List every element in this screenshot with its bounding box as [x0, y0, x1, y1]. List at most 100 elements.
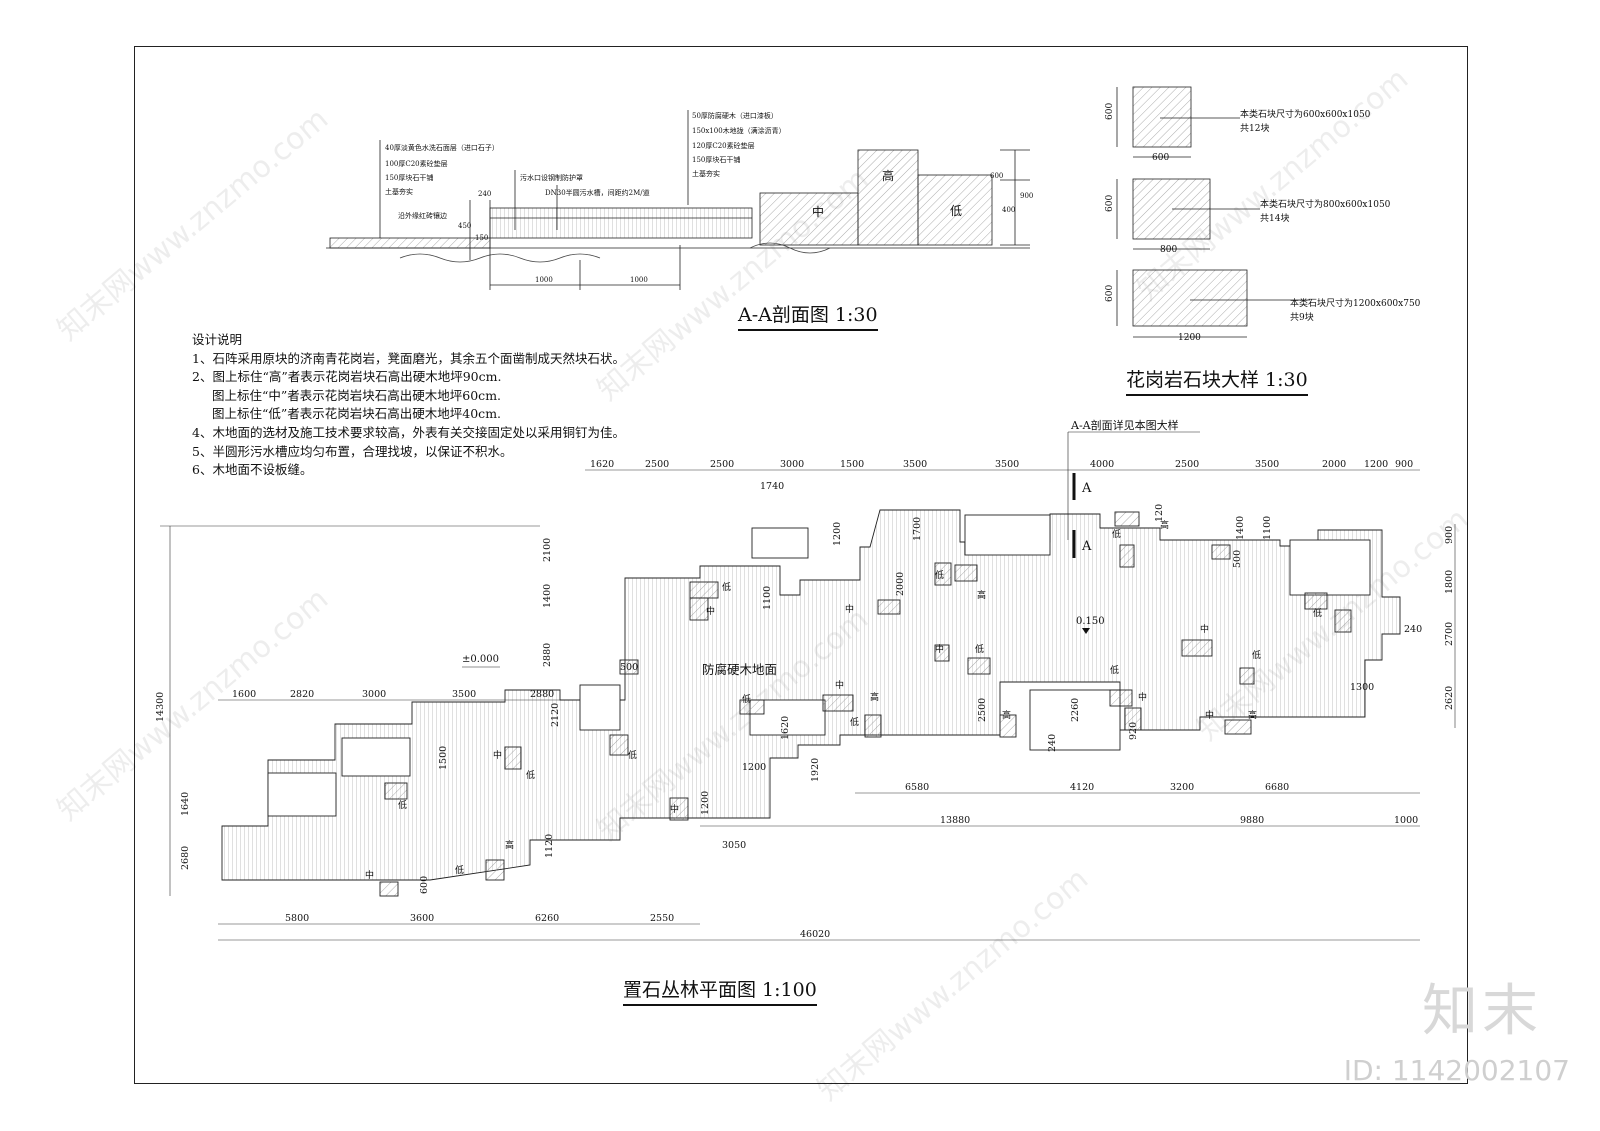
- svg-text:6680: 6680: [1265, 782, 1289, 793]
- section-label: 50厚防腐硬木（进口漆板）: [692, 111, 778, 120]
- note-line: 1、石阵采用原块的济南青花岗岩，凳面磨光，其余五个面凿制成天然块石状。: [192, 350, 625, 366]
- svg-text:低: 低: [935, 569, 944, 581]
- svg-text:中: 中: [365, 869, 374, 881]
- svg-text:600: 600: [1105, 195, 1115, 212]
- svg-text:4000: 4000: [1090, 459, 1114, 470]
- svg-text:中: 中: [845, 603, 854, 615]
- svg-text:2620: 2620: [1444, 686, 1455, 710]
- svg-text:9880: 9880: [1240, 815, 1264, 826]
- section-callout: A-A剖面详见本图大样: [1070, 418, 1179, 432]
- svg-text:低: 低: [1110, 664, 1119, 676]
- svg-text:600: 600: [990, 172, 1003, 180]
- section-label: 120厚C20素砼垫层: [692, 141, 755, 150]
- stone-note: 本类石块尺寸为1200x600x750: [1290, 297, 1421, 309]
- section-mark: A: [1081, 539, 1092, 554]
- svg-text:1200: 1200: [1364, 459, 1388, 470]
- svg-text:240: 240: [1404, 624, 1422, 635]
- stone-count: 共12块: [1240, 122, 1269, 134]
- plan-text: 1620 2500 2500 3000 1500 3500 3500 4000 …: [155, 459, 1455, 940]
- section-stone-marks: 中 高 低: [812, 168, 962, 219]
- svg-text:1640: 1640: [180, 792, 191, 816]
- svg-text:3500: 3500: [903, 459, 927, 470]
- note-line: 图上标住“低”者表示花岗岩块石高出硬木地坪40cm.: [212, 406, 502, 422]
- section-mark: A: [1081, 481, 1092, 496]
- svg-text:2000: 2000: [895, 572, 906, 596]
- svg-text:中: 中: [1205, 709, 1214, 721]
- svg-text:1000: 1000: [1394, 815, 1418, 826]
- svg-text:1800: 1800: [1444, 570, 1455, 594]
- svg-text:900: 900: [1395, 459, 1413, 470]
- svg-text:2500: 2500: [710, 459, 734, 470]
- svg-text:600: 600: [419, 876, 430, 894]
- drawing-frame: [134, 46, 1468, 1084]
- svg-text:2500: 2500: [645, 459, 669, 470]
- section-label: 沿外缘红砖镶边: [398, 211, 447, 220]
- svg-text:低: 低: [398, 799, 407, 811]
- svg-text:1200: 1200: [700, 791, 711, 815]
- svg-text:4120: 4120: [1070, 782, 1094, 793]
- image-id: ID: 1142002107: [1343, 1054, 1570, 1087]
- section-label: 土基夯实: [385, 187, 413, 196]
- svg-text:低: 低: [722, 581, 731, 593]
- svg-text:低: 低: [742, 693, 751, 705]
- section-title: A-A剖面图 1:30: [738, 300, 878, 331]
- level-mark: ±0.000: [462, 654, 499, 665]
- svg-text:低: 低: [526, 769, 535, 781]
- stone-detail: [1116, 86, 1310, 338]
- svg-text:3000: 3000: [780, 459, 804, 470]
- section-view: [326, 110, 1030, 290]
- svg-text:高: 高: [1248, 709, 1257, 721]
- svg-text:900: 900: [1020, 192, 1033, 200]
- svg-text:2820: 2820: [290, 689, 314, 700]
- plan-title: 置石丛林平面图 1:100: [623, 975, 817, 1006]
- svg-text:2550: 2550: [650, 913, 674, 924]
- svg-text:1200: 1200: [832, 522, 843, 546]
- svg-text:2500: 2500: [977, 698, 988, 722]
- svg-text:240: 240: [1047, 734, 1058, 752]
- svg-text:低: 低: [1112, 528, 1121, 540]
- svg-text:高: 高: [1160, 519, 1169, 531]
- svg-text:800: 800: [1160, 245, 1177, 255]
- svg-text:1400: 1400: [1235, 516, 1246, 540]
- section-label: 150x100木地拢（满涂沥青）: [692, 126, 786, 135]
- svg-text:5800: 5800: [285, 913, 309, 924]
- svg-text:500: 500: [620, 662, 638, 673]
- svg-text:中: 中: [493, 749, 502, 761]
- floor-label: 防腐硬木地面: [702, 662, 777, 677]
- svg-text:600: 600: [1105, 285, 1115, 302]
- svg-text:500: 500: [1232, 550, 1243, 568]
- section-labels-left: 40厚淡黄色水洗石面层（进口石子） 100厚C20素砼垫层 150厚块石干铺 土…: [385, 111, 786, 220]
- section-label: 100厚C20素砼垫层: [385, 159, 448, 168]
- svg-text:2120: 2120: [550, 703, 561, 727]
- svg-text:2100: 2100: [542, 538, 553, 562]
- svg-text:3600: 3600: [410, 913, 434, 924]
- brand-logo: 知末: [1422, 979, 1542, 1044]
- svg-text:1600: 1600: [232, 689, 256, 700]
- svg-text:高: 高: [505, 839, 514, 851]
- svg-text:450: 450: [458, 222, 471, 230]
- note-line: 6、木地面不设板缝。: [192, 462, 313, 478]
- section-label: 土基夯实: [692, 169, 720, 178]
- svg-text:低: 低: [850, 716, 859, 728]
- svg-text:600: 600: [1105, 103, 1115, 120]
- svg-text:3500: 3500: [995, 459, 1019, 470]
- svg-text:2500: 2500: [1175, 459, 1199, 470]
- svg-text:120: 120: [1154, 504, 1165, 522]
- svg-text:3200: 3200: [1170, 782, 1194, 793]
- svg-text:1920: 1920: [810, 758, 821, 782]
- section-label: DN30半圆污水槽，间距约2M/道: [545, 188, 650, 197]
- section-label: 150厚块石干铺: [692, 155, 740, 164]
- svg-text:高: 高: [1002, 709, 1011, 721]
- svg-text:1100: 1100: [762, 586, 773, 610]
- svg-text:低: 低: [628, 749, 637, 761]
- stone-count: 共9块: [1290, 311, 1314, 323]
- svg-text:600: 600: [1152, 153, 1169, 163]
- plan-labels: A-A剖面详见本图大样 A A 防腐硬木地面 ±0.000 0.150 低 中 …: [365, 418, 1322, 881]
- svg-text:920: 920: [1128, 722, 1139, 740]
- svg-text:3500: 3500: [1255, 459, 1279, 470]
- svg-text:1740: 1740: [760, 481, 784, 492]
- svg-text:中: 中: [935, 643, 944, 655]
- stone-detail-title: 花岗岩石块大样 1:30: [1126, 365, 1308, 396]
- svg-text:高: 高: [870, 691, 879, 703]
